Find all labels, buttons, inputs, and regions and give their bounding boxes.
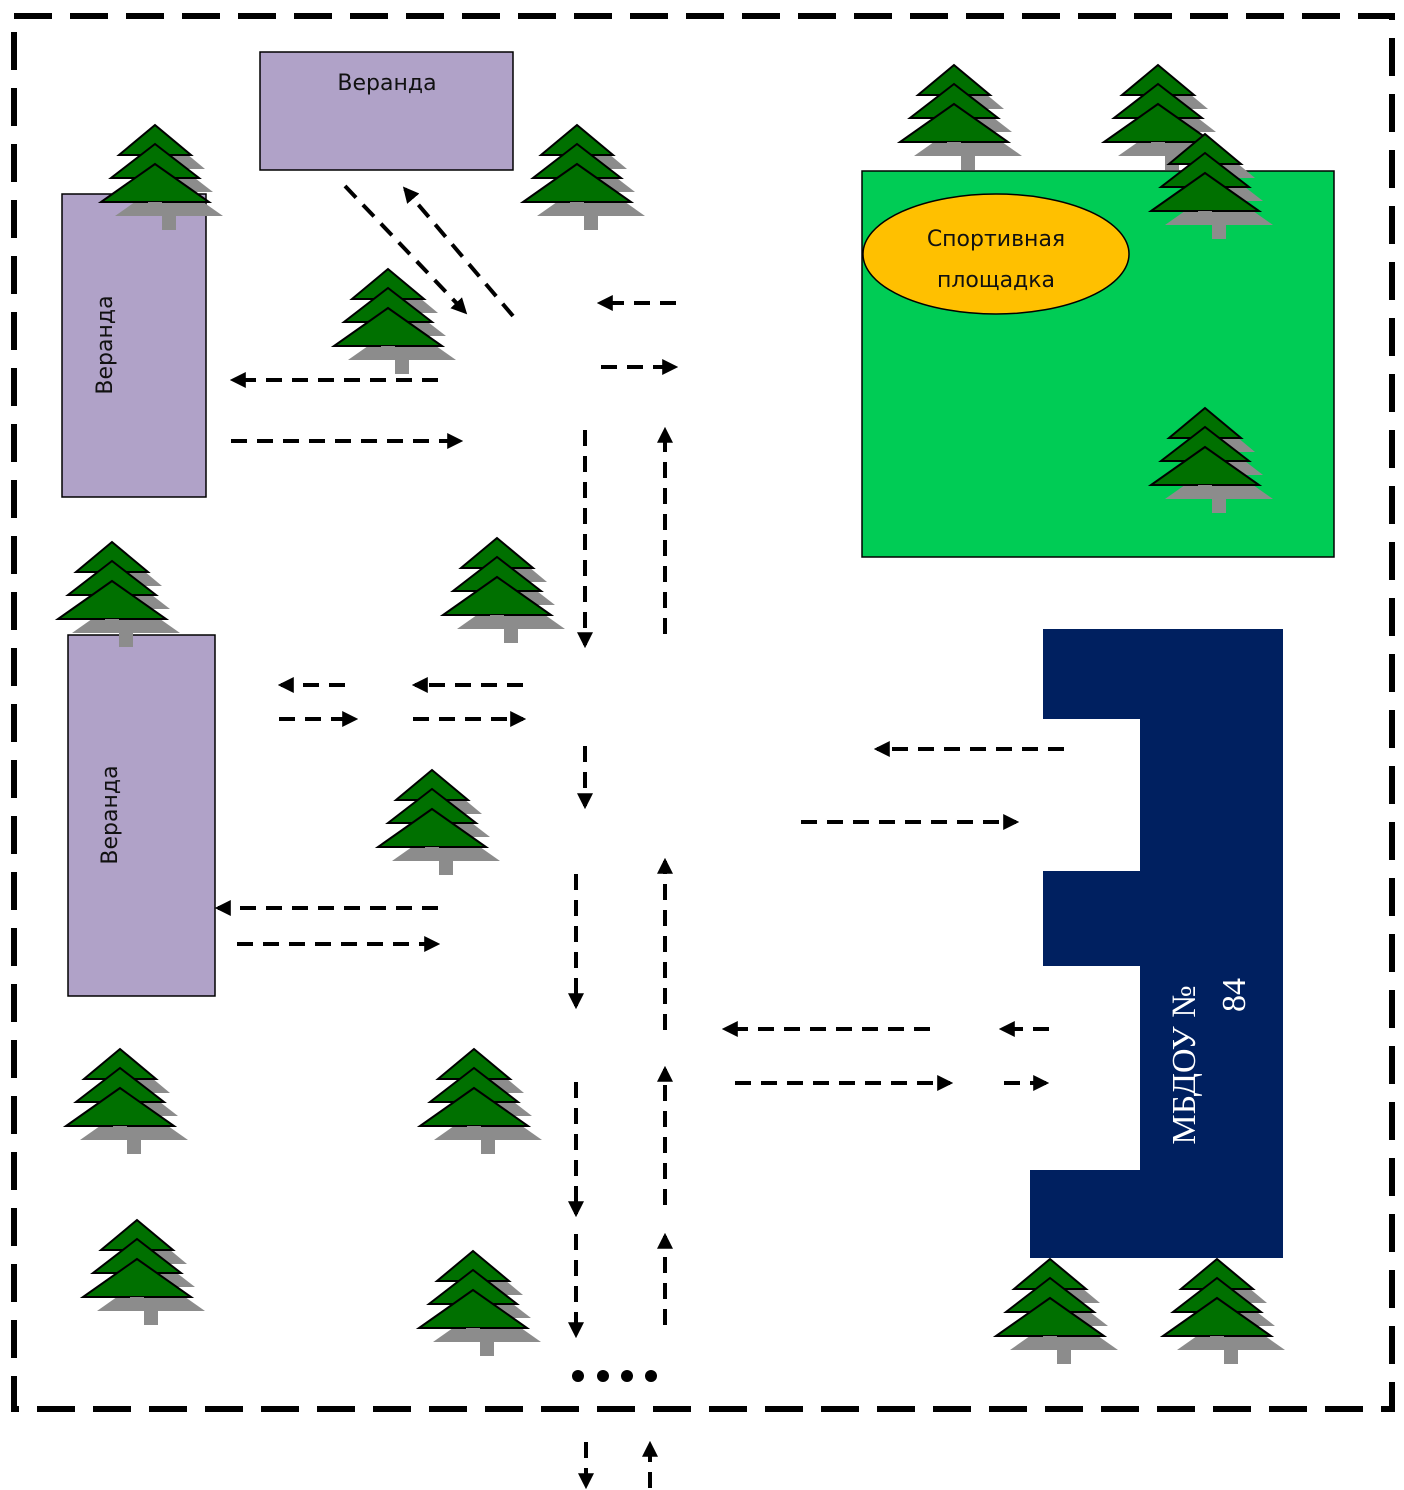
veranda-left-upper-label: Веранда [93,295,118,394]
fir-tree-icon [418,1250,542,1357]
fir-tree-icon [899,64,1023,171]
building-label-1: МБДОУ № [1166,985,1203,1144]
fir-tree-icon [65,1048,189,1155]
veranda-top [259,51,514,171]
building-label-2: 84 [1216,978,1253,1012]
veranda-top-label: Веранда [337,71,436,96]
direction-arrow-icon [343,184,468,315]
sports-ground-ellipse [862,193,1130,315]
fir-tree-icon [1162,1258,1286,1365]
fir-tree-icon [419,1048,543,1155]
direction-arrows [214,184,1064,1490]
veranda-left-upper [61,193,207,498]
fir-tree-icon [57,541,181,648]
fir-tree-icon [522,124,646,231]
site-boundary [11,13,1395,1412]
fir-tree-icon [100,124,224,231]
veranda-left-lower [67,634,216,997]
fir-tree-icon [82,1219,206,1326]
fir-tree-icon [995,1258,1119,1365]
fir-tree-icon [442,537,566,644]
direction-arrow-icon [402,186,515,318]
fir-tree-icon [377,769,501,876]
sports-ground-label-1: Спортивная [927,227,1065,252]
veranda-left-lower-label: Веранда [98,765,123,864]
kindergarten-building [1030,629,1283,1258]
gate-marker [572,1370,657,1382]
sports-ground-label-2: площадка [937,268,1055,293]
